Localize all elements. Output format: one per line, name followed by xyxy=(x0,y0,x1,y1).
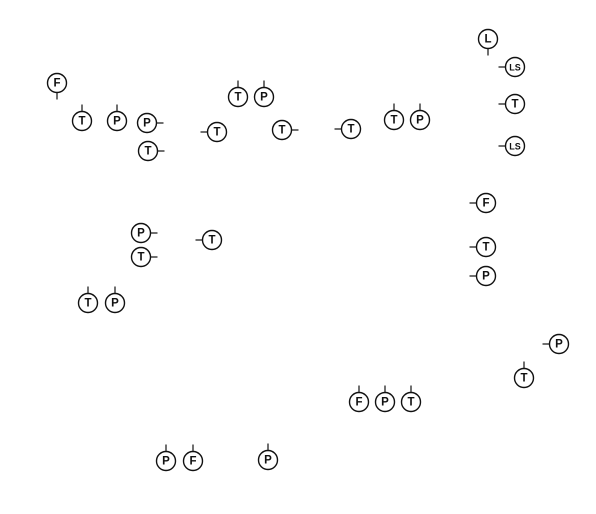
instrument-bubble-t: T xyxy=(271,119,299,141)
instrument-bubble-p: P xyxy=(542,333,570,355)
instrument-label: T xyxy=(511,99,518,111)
instrument-circle xyxy=(257,449,279,471)
instrument-circle xyxy=(71,110,93,132)
instrument-bubble-p: P xyxy=(104,286,126,314)
instrument-circle xyxy=(136,112,158,134)
instrument-bubble-p: P xyxy=(130,222,158,244)
instrument-circle xyxy=(475,236,497,258)
instrument-label: P xyxy=(416,115,424,127)
instrument-label: P xyxy=(137,228,145,240)
instrument-bubble-t: T xyxy=(71,104,93,132)
instrument-label: T xyxy=(520,373,527,385)
instrument-circle xyxy=(383,109,405,131)
instrument-bubble-l: L xyxy=(477,28,499,56)
instrument-label: T xyxy=(137,252,144,264)
instrument-circle xyxy=(182,450,204,472)
instrument-label: T xyxy=(84,298,91,310)
instrument-circle xyxy=(548,333,570,355)
instrument-bubble-t: T xyxy=(513,361,535,389)
instrument-bubble-t: T xyxy=(400,385,422,413)
instrument-circle xyxy=(77,292,99,314)
instrument-circle xyxy=(104,292,126,314)
instrument-circle xyxy=(155,450,177,472)
instrument-circle xyxy=(477,28,499,50)
instrument-bubble-p: P xyxy=(257,443,279,471)
instrument-circle xyxy=(46,72,68,94)
instrument-label: P xyxy=(113,116,121,128)
instrument-circle xyxy=(206,121,228,143)
instrument-label: T xyxy=(144,146,151,158)
instrument-circle xyxy=(513,367,535,389)
instrument-label: P xyxy=(555,339,563,351)
instrument-bubble-t: T xyxy=(227,80,249,108)
instrument-bubble-t: T xyxy=(200,121,228,143)
instrument-bubble-t: T xyxy=(334,118,362,140)
instrument-bubble-t: T xyxy=(383,103,405,131)
instrument-circle xyxy=(475,265,497,287)
instrument-circle xyxy=(348,391,370,413)
instrument-label: T xyxy=(390,115,397,127)
instrument-circle xyxy=(340,118,362,140)
instrument-label: F xyxy=(482,198,489,210)
instrument-circle xyxy=(201,229,223,251)
instrument-circle xyxy=(504,93,526,115)
instrument-circle xyxy=(130,246,152,268)
instrument-label: T xyxy=(278,125,285,137)
instrument-circle xyxy=(227,86,249,108)
instrument-circle xyxy=(400,391,422,413)
instrument-label: T xyxy=(407,397,414,409)
instrument-label: LS xyxy=(509,63,521,73)
instrument-label: P xyxy=(381,397,389,409)
instrument-circle xyxy=(106,110,128,132)
instrument-bubble-ls: LS xyxy=(498,135,526,157)
instrument-label: T xyxy=(482,242,489,254)
instrument-bubble-t: T xyxy=(137,140,165,162)
instrument-bubble-p: P xyxy=(374,385,396,413)
instrument-bubble-p: P xyxy=(155,444,177,472)
instrument-bubble-ls: LS xyxy=(498,56,526,78)
instrument-circle xyxy=(504,135,526,157)
instrument-label: L xyxy=(484,34,491,46)
instrument-bubble-t: T xyxy=(77,286,99,314)
instrument-bubble-f: F xyxy=(469,192,497,214)
instrument-label: P xyxy=(482,271,490,283)
instrument-bubble-t: T xyxy=(130,246,158,268)
instrument-label: T xyxy=(213,127,220,139)
instrument-circle xyxy=(130,222,152,244)
instrument-label: T xyxy=(347,124,354,136)
instrument-bubble-f: F xyxy=(182,444,204,472)
instrument-bubble-p: P xyxy=(469,265,497,287)
instrument-label: P xyxy=(264,455,272,467)
instrument-bubble-p: P xyxy=(253,80,275,108)
instrument-label: T xyxy=(208,235,215,247)
instrument-label: LS xyxy=(509,142,521,152)
instrument-bubble-p: P xyxy=(106,104,128,132)
instrument-circle xyxy=(271,119,293,141)
instrument-circle xyxy=(137,140,159,162)
instrument-circle xyxy=(504,56,526,78)
instrument-label: P xyxy=(111,298,119,310)
instrument-bubble-t: T xyxy=(498,93,526,115)
instrument-bubble-p: P xyxy=(409,103,431,131)
instrument-label: F xyxy=(355,397,362,409)
instrument-bubble-t: T xyxy=(469,236,497,258)
instrument-bubble-f: F xyxy=(348,385,370,413)
instrument-bubble-f: F xyxy=(46,72,68,100)
instrument-circle xyxy=(409,109,431,131)
instrument-circle xyxy=(253,86,275,108)
instrument-circle xyxy=(374,391,396,413)
instrument-bubble-p: P xyxy=(136,112,164,134)
instrument-label: P xyxy=(143,118,151,130)
instrument-label: T xyxy=(234,92,241,104)
instrument-circle xyxy=(475,192,497,214)
instrument-label: P xyxy=(260,92,268,104)
instrument-label: F xyxy=(189,456,196,468)
instrument-label: T xyxy=(78,116,85,128)
instrument-label: P xyxy=(162,456,170,468)
instrument-bubble-t: T xyxy=(195,229,223,251)
instrument-label: F xyxy=(53,78,60,90)
